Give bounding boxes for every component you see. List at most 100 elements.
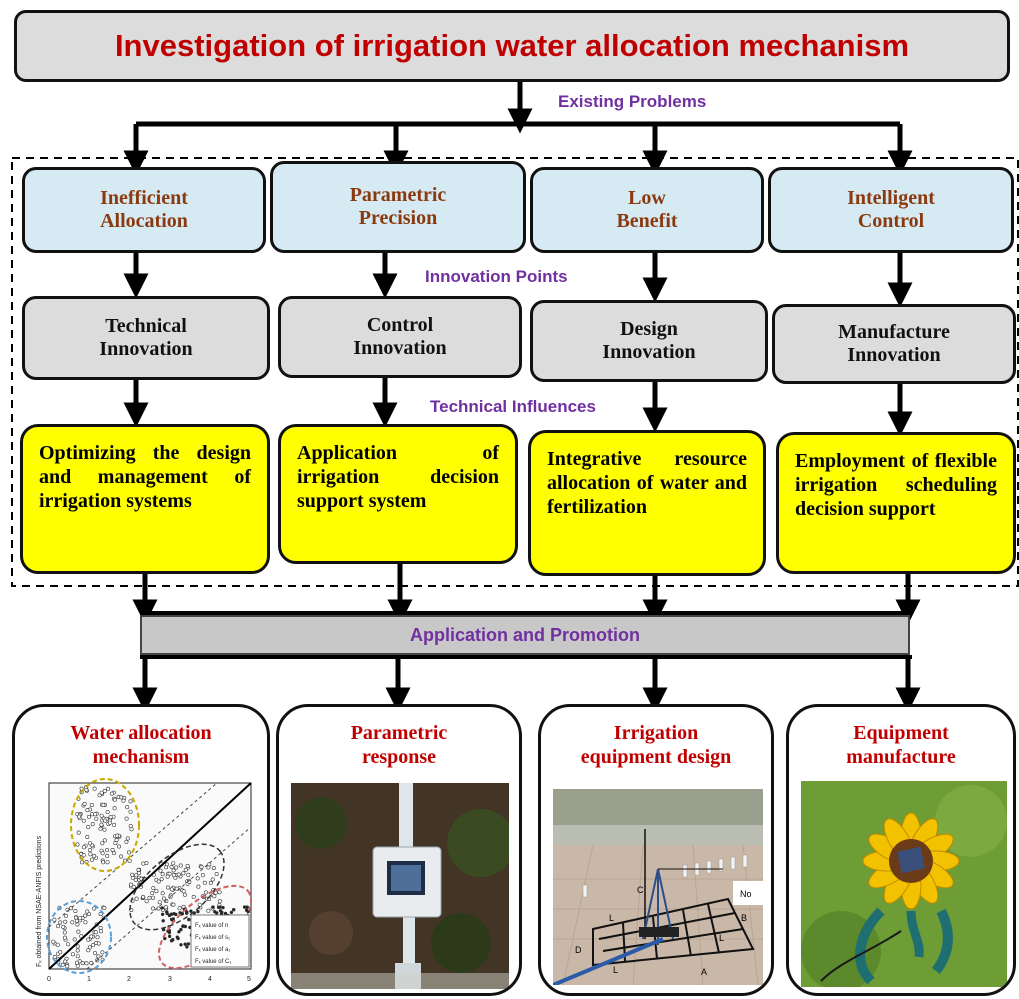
- sprinkler-test-photo: No B C D L L L A: [553, 789, 763, 985]
- scatter-texture-dot: [105, 848, 110, 853]
- grid-label: B: [741, 913, 747, 923]
- scatter-texture-dot: [93, 930, 98, 935]
- application-title: Parametric response: [350, 722, 448, 768]
- sunflower-device-photo: [801, 781, 1007, 987]
- scatter-texture-dot: [52, 917, 57, 922]
- scatter-texture-dot: [151, 906, 156, 911]
- scatter-texture-dot: [112, 822, 117, 827]
- scatter-texture-dot: [90, 822, 95, 827]
- scatter-texture-dot: [51, 939, 56, 944]
- scatter-texture-dot: [55, 924, 60, 929]
- scatter-texture-dot: [151, 886, 156, 891]
- scatter-legend-3: Fₓ value of a₁: [195, 947, 230, 953]
- scatter-texture-dot: [167, 871, 172, 876]
- scatter-texture-dot: [85, 909, 90, 914]
- problem-text: Inefficient Allocation: [100, 187, 188, 232]
- scatter-texture-dot: [62, 935, 67, 940]
- scatter-texture-dot: [185, 864, 190, 869]
- scatter-texture-dot: [181, 924, 185, 929]
- scatter-texture-dot: [197, 902, 202, 907]
- scatter-texture-dot: [81, 818, 86, 823]
- label-existing-problems: Existing Problems: [558, 92, 707, 112]
- problem-box-3: Low Benefit: [530, 167, 764, 253]
- scatter-texture-dot: [164, 899, 169, 904]
- innovation-box-3: Design Innovation: [530, 300, 768, 382]
- problem-text: Intelligent Control: [847, 187, 935, 232]
- application-title: Irrigation equipment design: [580, 722, 732, 768]
- scatter-texture-dot: [63, 959, 68, 964]
- scatter-texture-dot: [86, 937, 91, 942]
- scatter-texture-dot: [206, 908, 211, 913]
- scatter-texture-dot: [62, 930, 67, 935]
- problem-text: Low Benefit: [616, 187, 678, 232]
- scatter-texture-dot: [185, 945, 189, 949]
- scatter-texture-dot: [169, 912, 174, 916]
- scatter-texture-dot: [107, 820, 112, 825]
- scatter-texture-dot: [88, 852, 93, 857]
- scatter-texture-dot: [183, 942, 187, 946]
- scatter-texture-dot: [119, 854, 124, 859]
- scatter-texture-dot: [144, 899, 149, 904]
- scatter-texture-dot: [87, 945, 92, 950]
- scatter-texture-dot: [92, 906, 97, 911]
- scatter-texture-dot: [63, 913, 68, 918]
- scatter-texture-dot: [218, 905, 222, 909]
- scatter-texture-dot: [58, 920, 63, 925]
- scatter-texture-dot: [203, 890, 208, 895]
- scatter-texture-dot: [128, 809, 133, 814]
- scatter-texture-dot: [156, 879, 161, 884]
- sensor-photo: [291, 783, 509, 989]
- scatter-texture-dot: [171, 902, 176, 907]
- scatter-texture-dot: [161, 919, 165, 923]
- scatter-texture-dot: [58, 950, 63, 955]
- scatter-texture-dot: [102, 905, 107, 910]
- scatter-texture-dot: [60, 962, 65, 967]
- scatter-texture-dot: [75, 954, 80, 959]
- scatter-texture-dot: [73, 909, 78, 914]
- scatter-texture-dot: [232, 908, 236, 912]
- application-box-4: Equipment manufacture: [786, 704, 1016, 996]
- scatter-texture-dot: [177, 930, 181, 934]
- scatter-texture-dot: [181, 871, 186, 876]
- influence-text: Application of irrigation decision suppo…: [297, 442, 499, 512]
- scatter-texture-dot: [63, 919, 68, 924]
- promotion-bar: Application and Promotion: [140, 615, 910, 655]
- scatter-tick: 0: [47, 976, 51, 983]
- scatter-texture-dot: [183, 892, 188, 897]
- scatter-texture-dot: [97, 793, 102, 798]
- problem-text: Parametric Precision: [349, 184, 447, 229]
- scatter-texture-dot: [177, 906, 182, 911]
- scatter-texture-dot: [105, 853, 110, 858]
- scatter-texture-dot: [202, 880, 207, 885]
- scatter-texture-dot: [134, 873, 139, 878]
- scatter-texture-dot: [114, 837, 119, 842]
- innovation-text: Technical Innovation: [99, 315, 193, 360]
- scatter-texture-dot: [121, 798, 126, 803]
- scatter-texture-dot: [98, 912, 103, 917]
- scatter-texture-dot: [211, 905, 215, 909]
- scatter-texture-dot: [171, 917, 176, 921]
- scatter-texture-dot: [108, 815, 113, 820]
- scatter-texture-dot: [76, 814, 81, 819]
- scatter-texture-dot: [208, 880, 213, 885]
- scatter-texture-dot: [99, 822, 104, 827]
- scatter-texture-dot: [66, 942, 71, 947]
- scatter-texture-dot: [229, 910, 234, 915]
- scatter-texture-dot: [131, 884, 136, 889]
- application-title: Equipment manufacture: [846, 722, 956, 768]
- scatter-texture-dot: [221, 905, 225, 910]
- scatter-texture-dot: [61, 924, 66, 929]
- scatter-texture-dot: [171, 868, 176, 873]
- scatter-tick: 1: [87, 976, 91, 983]
- scatter-texture-dot: [80, 961, 85, 966]
- scatter-texture-dot: [75, 944, 80, 949]
- label-technical-influences: Technical Influences: [430, 397, 596, 417]
- scatter-texture-dot: [134, 896, 139, 901]
- scatter-texture-dot: [84, 961, 89, 966]
- scatter-texture-dot: [89, 812, 94, 817]
- scatter-texture-dot: [100, 851, 105, 856]
- scatter-texture-dot: [106, 786, 111, 791]
- scatter-texture-dot: [92, 854, 97, 859]
- scatter-texture-dot: [82, 801, 87, 806]
